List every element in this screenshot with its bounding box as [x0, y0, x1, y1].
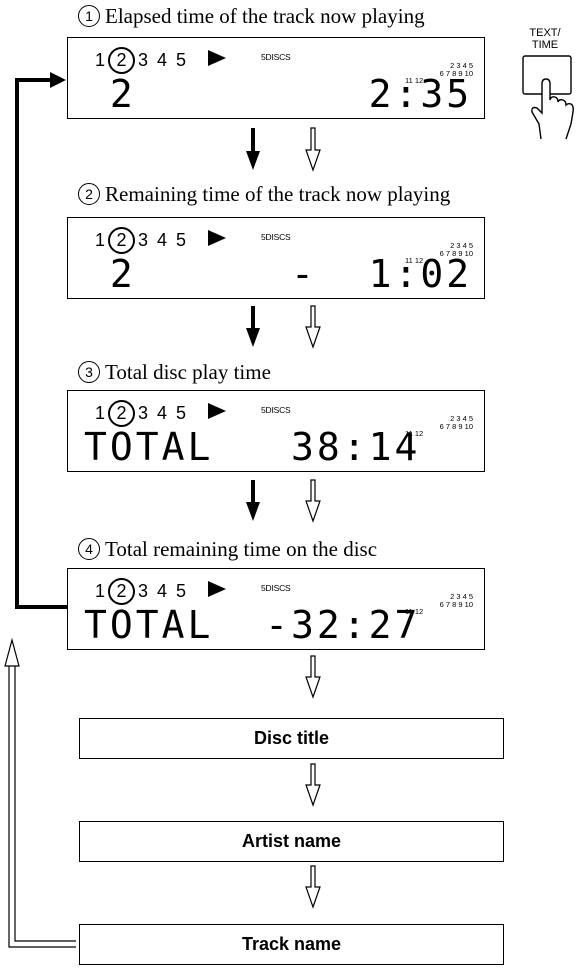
- outline-down-arrow-icon: [305, 479, 321, 523]
- disc-4: 4: [157, 403, 168, 423]
- track-row-2: 6 7 8 9 10: [439, 248, 473, 258]
- track-row-1: 2 3 4 5: [450, 241, 473, 250]
- loop-back-arrow: [15, 78, 67, 609]
- disc-1: 1: [95, 403, 106, 423]
- track-row-3: 11 12: [405, 256, 424, 265]
- play-icon: [208, 230, 226, 246]
- solid-down-arrows: [246, 128, 260, 521]
- track-row-1: 2 3 4 5: [450, 61, 473, 70]
- text-time-button-icon: [522, 55, 574, 140]
- play-icon: [208, 403, 226, 419]
- lcd-readout: TOTAL 38:14: [84, 425, 421, 469]
- solid-down-arrow-icon: [246, 128, 260, 170]
- disc-2-selected: 2: [108, 47, 136, 74]
- button-label-line-1: TEXT/: [529, 27, 561, 39]
- step-1-text: Elapsed time of the track now playing: [105, 4, 425, 28]
- step-1-number: 1: [78, 5, 100, 27]
- track-row-1: 2 3 4 5: [450, 414, 473, 423]
- disc-5: 5: [176, 581, 187, 601]
- outline-return-line: [8, 666, 76, 948]
- track-row-1: 2 3 4 5: [450, 592, 473, 601]
- step-3-text: Total disc play time: [105, 360, 271, 384]
- step-4-number: 4: [78, 538, 100, 560]
- solid-down-arrow-icon: [246, 306, 260, 347]
- disc-2-selected: 2: [108, 578, 136, 605]
- fivediscs-label: 5DISCS: [261, 232, 291, 242]
- play-icon: [208, 50, 226, 66]
- track-row-2: 6 7 8 9 10: [439, 421, 473, 431]
- artist-name-box: Artist name: [79, 821, 504, 862]
- button-label-line-2: TIME: [531, 39, 559, 51]
- text-time-button-label: TEXT/ TIME: [519, 27, 571, 51]
- fivediscs-label: 5DISCS: [261, 583, 291, 593]
- outline-return-arrowhead-icon: [4, 637, 20, 667]
- track-row-2: 6 7 8 9 10: [439, 599, 473, 609]
- step-2-text: Remaining time of the track now playing: [105, 182, 451, 206]
- disc-2-selected: 2: [108, 227, 136, 254]
- outline-down-arrows: [305, 127, 321, 909]
- disc-4: 4: [157, 230, 168, 250]
- loop-arrowhead-icon: [50, 72, 66, 88]
- fivediscs-label: 5DISCS: [261, 405, 291, 415]
- lcd-readout: 2 - 1:02: [84, 252, 473, 296]
- disc-4: 4: [157, 581, 168, 601]
- solid-down-arrow-icon: [246, 480, 260, 521]
- fivediscs-label: 5DISCS: [261, 52, 291, 62]
- outline-down-arrow-icon: [305, 127, 321, 172]
- disc-5: 5: [176, 230, 187, 250]
- disc-3: 3: [138, 50, 149, 70]
- track-row-3: 11 12: [405, 76, 424, 85]
- track-row-3: 11 12: [405, 429, 424, 438]
- disc-1: 1: [95, 581, 106, 601]
- disc-1: 1: [95, 230, 106, 250]
- track-name-box: Track name: [79, 924, 504, 965]
- step-4-text: Total remaining time on the disc: [105, 537, 378, 561]
- track-grid: 2 3 4 5 6 7 8 9 10 11 12: [399, 242, 473, 265]
- disc-3: 3: [138, 230, 149, 250]
- disc-title-box: Disc title: [79, 718, 504, 759]
- disc-3: 3: [138, 403, 149, 423]
- pressing-hand-icon: [531, 78, 574, 140]
- outline-down-arrow-icon: [305, 655, 321, 699]
- track-grid: 2 3 4 5 6 7 8 9 10 11 12: [399, 593, 473, 616]
- disc-5: 5: [176, 403, 187, 423]
- step-2-number: 2: [78, 183, 100, 205]
- disc-2-selected: 2: [108, 400, 136, 427]
- disc-4: 4: [157, 50, 168, 70]
- step-3-number: 3: [78, 361, 100, 383]
- track-grid: 2 3 4 5 6 7 8 9 10 11 12: [399, 415, 473, 438]
- outline-down-arrow-icon: [305, 763, 321, 807]
- track-row-3: 11 12: [405, 607, 424, 616]
- track-row-2: 6 7 8 9 10: [439, 68, 473, 78]
- outline-down-arrow-icon: [305, 305, 321, 349]
- disc-1: 1: [95, 50, 106, 70]
- outline-down-arrow-icon: [305, 865, 321, 909]
- play-icon: [208, 581, 226, 597]
- disc-3: 3: [138, 581, 149, 601]
- lcd-readout: TOTAL -32:27: [84, 603, 421, 647]
- lcd-readout: 2 2:35: [84, 72, 473, 116]
- track-grid: 2 3 4 5 6 7 8 9 10 11 12: [399, 62, 473, 85]
- disc-5: 5: [176, 50, 187, 70]
